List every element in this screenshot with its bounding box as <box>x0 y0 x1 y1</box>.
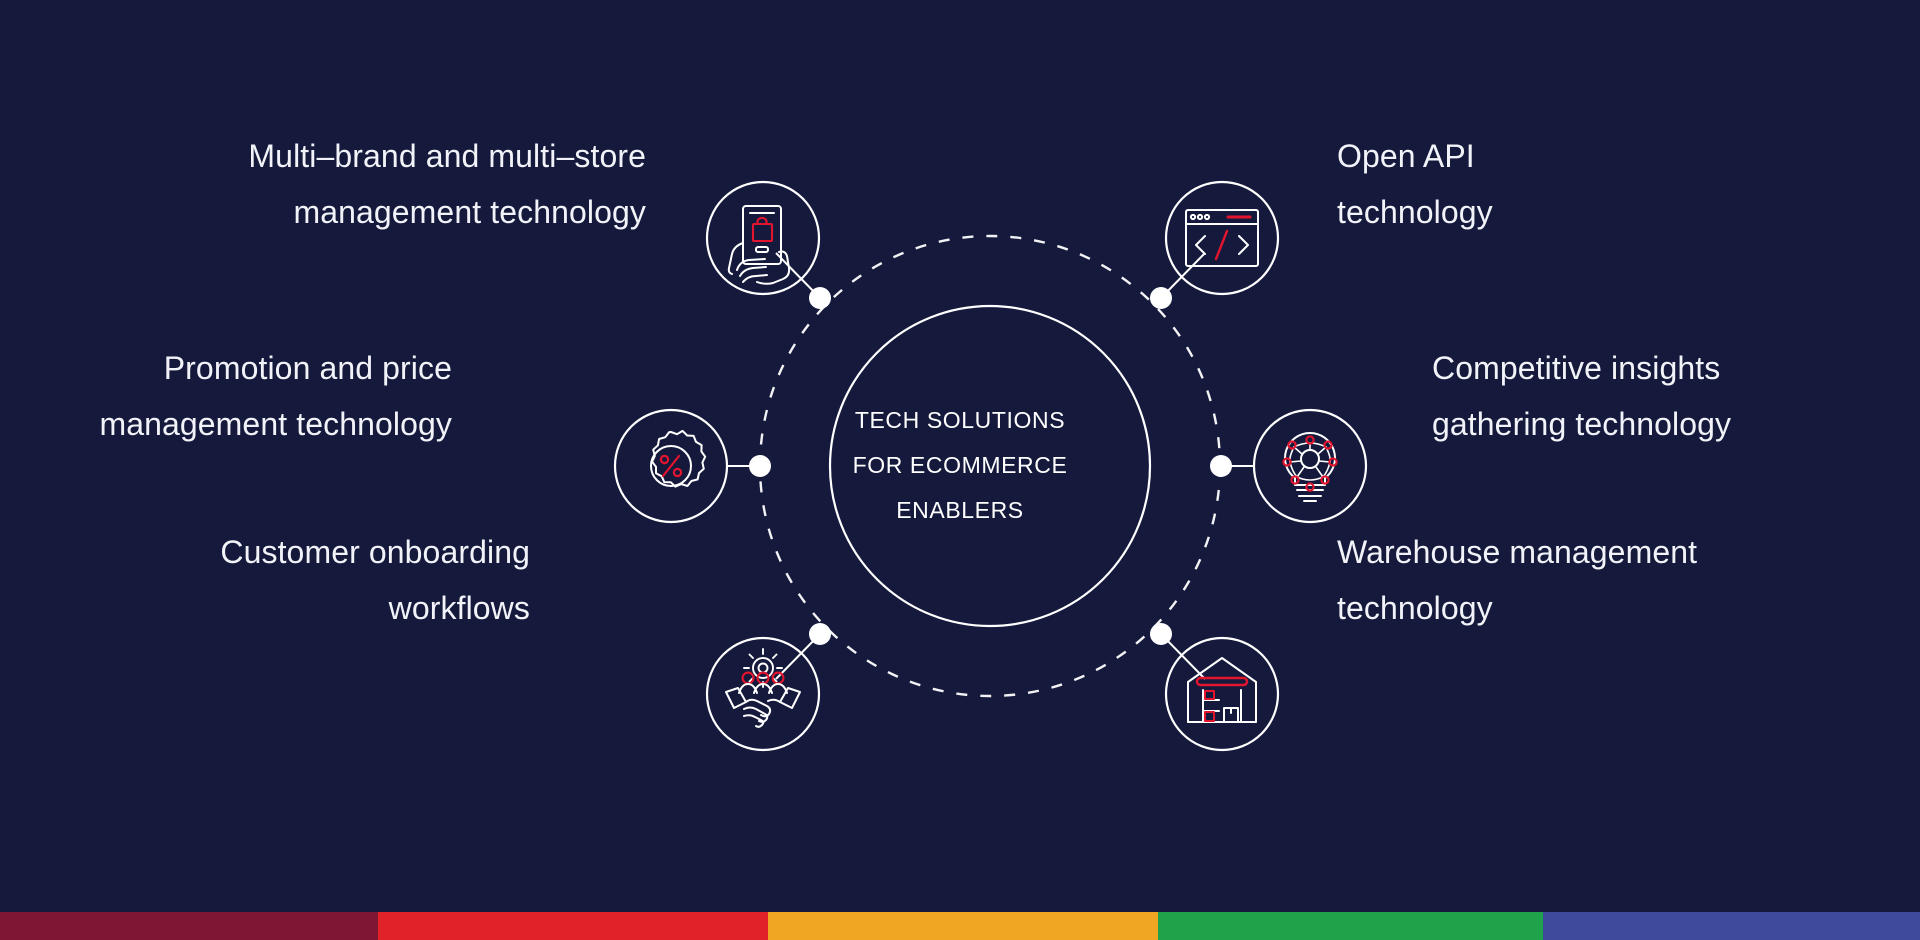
node-onboarding[interactable] <box>705 636 821 752</box>
icon-ring-warehouse <box>1164 636 1280 752</box>
node-promotion[interactable] <box>613 408 729 524</box>
label-warehouse-line-1: Warehouse management <box>1337 534 1698 570</box>
icon-ring-onboarding <box>705 636 821 752</box>
node-warehouse[interactable] <box>1164 636 1280 752</box>
icon-ring-open-api <box>1164 180 1280 296</box>
color-bar-segment-green <box>1158 912 1543 940</box>
orbit-dot-top-right[interactable] <box>1150 287 1172 309</box>
hub-title: TECH SOLUTIONS FOR ECOMMERCE ENABLERS <box>830 398 1090 533</box>
label-competitive: Competitive insights gathering technolog… <box>1432 340 1731 452</box>
lightbulb-network-nodes-icon <box>1282 432 1338 502</box>
label-multi-brand: Multi–brand and multi–store management t… <box>248 128 646 240</box>
hub-circle <box>828 304 1152 628</box>
label-open-api-line-1: Open API <box>1337 138 1475 174</box>
bottom-color-bar <box>0 912 1920 940</box>
color-bar-segment-blue <box>1543 912 1920 940</box>
node-multi-brand[interactable] <box>705 180 821 296</box>
node-open-api[interactable] <box>1164 180 1280 296</box>
hub-title-line-1: TECH SOLUTIONS <box>854 407 1066 433</box>
handshake-gear-people-icon <box>725 648 801 728</box>
label-warehouse: Warehouse management technology <box>1337 524 1697 636</box>
icon-ring-competitive <box>1252 408 1368 524</box>
label-promotion: Promotion and price management technolog… <box>99 340 452 452</box>
color-bar-segment-orange <box>768 912 1158 940</box>
orbit-dot-middle-right[interactable] <box>1210 455 1232 477</box>
label-competitive-line-1: Competitive insights <box>1432 350 1721 386</box>
color-bar-segment-red <box>378 912 768 940</box>
label-competitive-line-2: gathering technology <box>1432 406 1732 442</box>
code-browser-window-icon <box>1185 209 1259 267</box>
label-multi-brand-line-1: Multi–brand and multi–store <box>248 138 646 174</box>
node-competitive[interactable] <box>1252 408 1368 524</box>
label-onboarding-line-1: Customer onboarding <box>220 534 530 570</box>
hub-title-line-3: ENABLERS <box>896 497 1024 523</box>
label-promotion-line-2: management technology <box>99 406 452 442</box>
orbit-node-dots <box>749 287 1232 645</box>
label-warehouse-line-2: technology <box>1337 590 1493 626</box>
label-multi-brand-line-2: management technology <box>293 194 646 230</box>
orbit-dot-bottom-right[interactable] <box>1150 623 1172 645</box>
color-bar-segment-maroon <box>0 912 378 940</box>
label-open-api: Open API technology <box>1337 128 1493 240</box>
icon-ring-multi-brand <box>705 180 821 296</box>
orbit-dot-middle-left[interactable] <box>749 455 771 477</box>
label-onboarding-line-2: workflows <box>388 590 530 626</box>
icon-ring-promotion <box>613 408 729 524</box>
warehouse-building-icon <box>1187 657 1257 723</box>
orbit-dot-top-left[interactable] <box>809 287 831 309</box>
orbit-dot-bottom-left[interactable] <box>809 623 831 645</box>
hand-holding-phone-shopping-bag-icon <box>727 205 791 285</box>
discount-percent-badge-icon <box>650 429 707 488</box>
label-open-api-line-2: technology <box>1337 194 1493 230</box>
label-promotion-line-1: Promotion and price <box>163 350 452 386</box>
label-onboarding: Customer onboarding workflows <box>220 524 530 636</box>
hub-title-line-2: FOR ECOMMERCE <box>852 452 1068 478</box>
